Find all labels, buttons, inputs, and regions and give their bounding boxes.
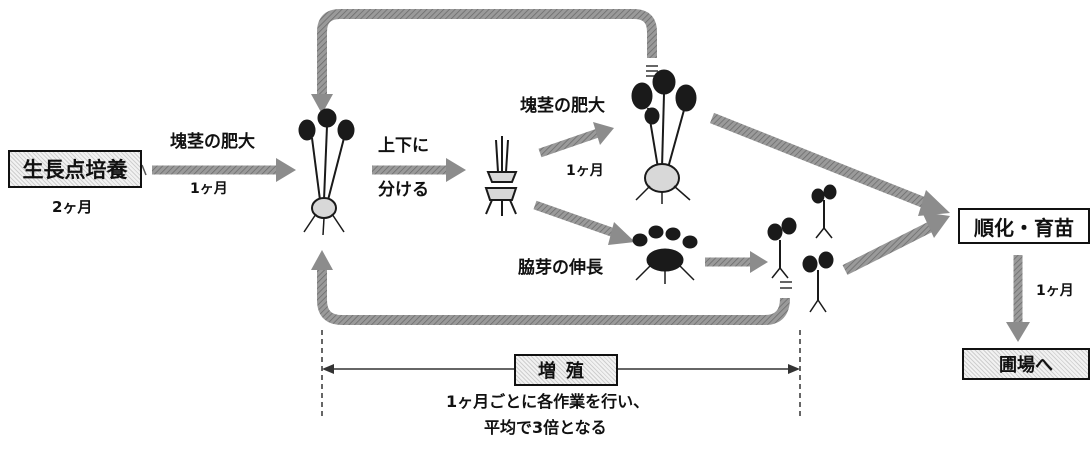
node-start: 生長点培養 — [8, 150, 142, 188]
node-multiplication: 増殖 — [514, 354, 618, 386]
node-start-label: 生長点培養 — [22, 158, 128, 182]
seedlings-icon — [767, 184, 837, 313]
arrow-start-to-plant — [141, 158, 296, 182]
edge-to-plant-duration: 1ヶ月 — [190, 181, 228, 197]
edge-upper-duration: 1ヶ月 — [566, 163, 604, 179]
edge-upper-label: 塊茎の肥大 — [520, 96, 605, 116]
plant-icon-tuber — [298, 108, 355, 236]
node-field: 圃場へ — [962, 348, 1090, 380]
node-field-label: 圃場へ — [999, 355, 1053, 376]
arrow-acclimation-to-field — [1006, 255, 1030, 342]
arrow-split — [372, 158, 466, 182]
loop-arrow-top — [311, 9, 658, 114]
node-acclimation-label: 順化・育苗 — [974, 215, 1074, 240]
node-start-duration: 2ヶ月 — [52, 198, 93, 216]
arrow-lower-branch — [533, 200, 635, 245]
plant-icon-large-tuber — [631, 69, 697, 204]
split-label-line2: 分ける — [378, 180, 429, 200]
edge-lower-label: 脇芽の伸長 — [518, 258, 603, 278]
arrow-seedlings-to-acclimation — [842, 212, 950, 275]
loop-arrow-bottom — [311, 250, 792, 325]
split-tuber-icon — [484, 136, 518, 216]
note-line1: 1ヶ月ごとに各作業を行い、 — [446, 392, 650, 411]
edge-to-plant-label: 塊茎の肥大 — [170, 132, 255, 152]
note-line2: 平均で3倍となる — [484, 418, 607, 437]
plant-icon-side-shoots — [632, 225, 698, 284]
node-acclimation: 順化・育苗 — [958, 208, 1090, 244]
edge-to-field-duration: 1ヶ月 — [1036, 283, 1074, 299]
split-label-line1: 上下に — [378, 136, 429, 156]
node-multiplication-label: 増殖 — [538, 361, 594, 382]
arrow-upper-branch — [538, 122, 614, 158]
arrow-to-seedlings — [705, 251, 768, 273]
arrow-upper-to-acclimation — [709, 112, 950, 216]
